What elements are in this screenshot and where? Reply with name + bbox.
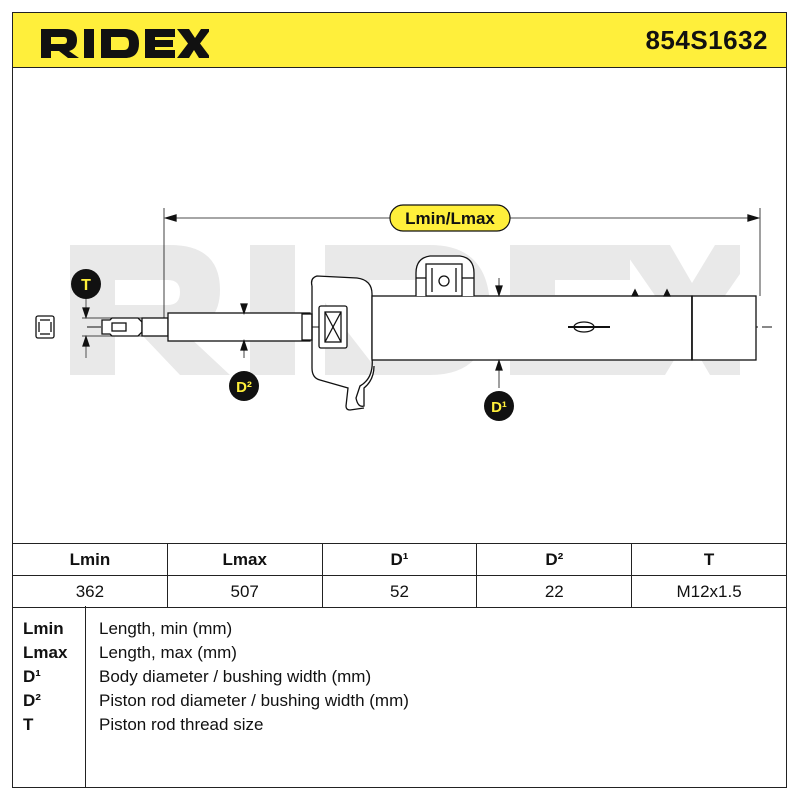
diagram-frame bbox=[12, 12, 787, 788]
legend-key: D² bbox=[23, 691, 41, 710]
thread-label: T bbox=[71, 269, 101, 299]
col-header-d2: D² bbox=[476, 543, 633, 576]
rod-diameter-label-text: D² bbox=[236, 379, 252, 396]
spec-header-row: Lmin Lmax D¹ D² T bbox=[12, 543, 787, 576]
legend-desc: Length, max (mm) bbox=[99, 643, 237, 662]
length-label: Lmin/Lmax bbox=[389, 204, 511, 232]
legend-item: D¹ Body diameter / bushing width (mm) bbox=[13, 667, 788, 691]
spec-value-row: 362 507 52 22 M12x1.5 bbox=[12, 575, 787, 608]
rod-diameter-label: D² bbox=[229, 371, 259, 401]
legend-item: Lmin Length, min (mm) bbox=[13, 619, 788, 643]
legend-desc: Piston rod thread size bbox=[99, 715, 264, 734]
value-lmin: 362 bbox=[12, 575, 168, 608]
thread-label-text: T bbox=[81, 277, 91, 294]
value-lmax: 507 bbox=[166, 575, 323, 608]
col-header-d1: D¹ bbox=[321, 543, 478, 576]
legend-panel: Lmin Length, min (mm) Lmax Length, max (… bbox=[12, 606, 787, 788]
value-d2: 22 bbox=[476, 575, 633, 608]
ridex-logo bbox=[41, 29, 209, 58]
value-t: M12x1.5 bbox=[631, 575, 787, 608]
value-d1: 52 bbox=[321, 575, 478, 608]
col-header-lmax: Lmax bbox=[166, 543, 323, 576]
legend-desc: Body diameter / bushing width (mm) bbox=[99, 667, 372, 686]
spec-table: Lmin Lmax D¹ D² T 362 507 52 22 M12x1.5 bbox=[12, 543, 787, 608]
legend-item: T Piston rod thread size bbox=[13, 715, 788, 739]
legend-key: D¹ bbox=[23, 667, 41, 686]
legend-key: T bbox=[23, 715, 34, 734]
piston-rod-shape bbox=[167, 312, 311, 342]
legend-item: D² Piston rod diameter / bushing width (… bbox=[13, 691, 788, 715]
legend-desc: Length, min (mm) bbox=[99, 619, 233, 638]
legend-desc: Piston rod diameter / bushing width (mm) bbox=[99, 691, 409, 710]
part-number: 854S1632 bbox=[645, 25, 768, 55]
legend-item: Lmax Length, max (mm) bbox=[13, 643, 788, 667]
header-bar: 854S1632 bbox=[12, 12, 787, 68]
col-header-lmin: Lmin bbox=[12, 543, 168, 576]
nut-shape bbox=[35, 315, 55, 339]
body-diameter-label-text: D¹ bbox=[491, 399, 507, 416]
length-label-text: Lmin/Lmax bbox=[405, 209, 495, 228]
shock-absorber-drawing: Lmin/Lmax T D² D¹ bbox=[35, 204, 772, 421]
legend-key: Lmax bbox=[23, 643, 68, 662]
body-tube-shape bbox=[371, 295, 693, 361]
col-header-t: T bbox=[631, 543, 787, 576]
legend-divider bbox=[85, 606, 86, 787]
body-diameter-label: D¹ bbox=[484, 391, 514, 421]
legend-key: Lmin bbox=[23, 619, 64, 638]
